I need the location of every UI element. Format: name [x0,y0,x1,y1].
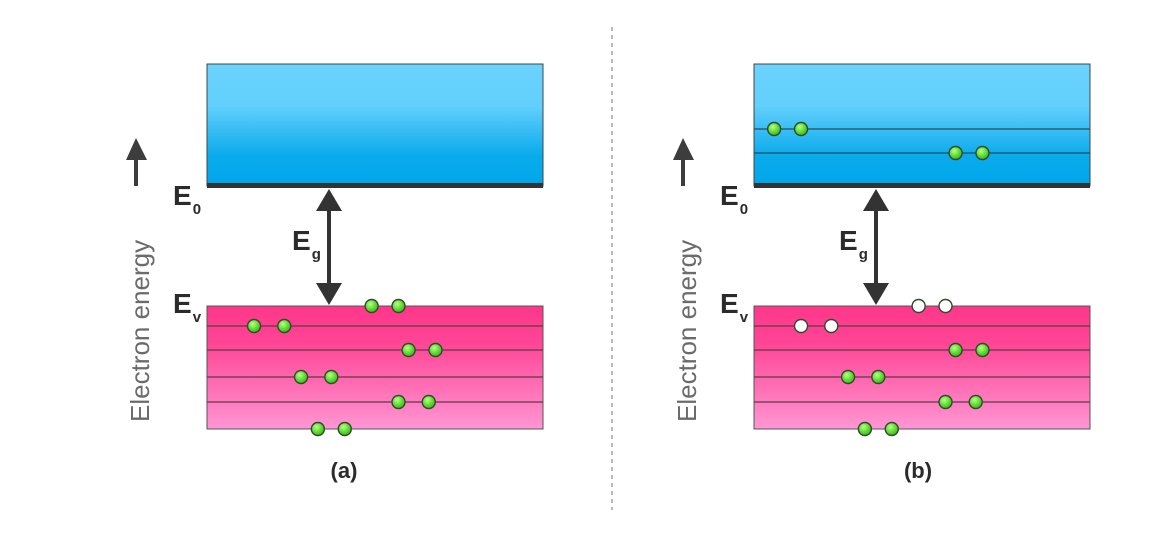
electron [364,298,379,314]
conduction-band [206,63,544,188]
electron [277,318,292,334]
electron [293,369,309,385]
electron [391,298,406,314]
electron [428,342,443,358]
conduction-band-edge [207,183,543,188]
panel-a: Electron energy E0 Ev Eg (a) [125,63,544,483]
electron [337,421,352,437]
arrow-up-icon [863,189,889,211]
electron [975,342,990,358]
electron [948,342,963,358]
arrow-up-icon [673,138,694,160]
electron [948,145,963,161]
band-gap-label: Eg [839,225,868,263]
hole [793,318,809,334]
conduction-band [753,63,1091,188]
band-gap-arrow [316,189,342,305]
electron [975,145,990,161]
panel-b: Electron energy E0 Ev Eg (b) [672,63,1091,483]
electron [968,394,983,410]
electron [857,421,873,437]
axis-label: Electron energy [672,240,702,422]
arrow-down-icon [863,283,889,305]
band-gap-arrow [863,189,889,305]
electron [766,121,782,137]
hole [824,318,839,334]
valence-band [206,298,544,437]
arrow-down-icon [316,283,342,305]
electron [793,121,809,137]
conduction-band-rect [206,63,544,187]
electron [324,369,339,385]
electron [310,421,326,437]
electron [391,394,406,410]
panel-caption: (b) [904,458,932,483]
conduction-edge-label: E0 [720,180,748,218]
hole [911,298,926,314]
electron [401,342,416,358]
arrow-up-icon [126,138,147,160]
energy-axis: Electron energy [672,138,702,422]
electron [871,369,886,385]
conduction-band-edge [754,183,1090,188]
energy-axis: Electron energy [125,138,155,422]
electron [421,394,436,410]
electron [938,394,953,410]
electron [246,318,262,334]
electron [840,369,856,385]
band-gap-label: Eg [292,225,321,263]
conduction-edge-label: E0 [173,180,201,218]
hole [938,298,953,314]
electron [884,421,899,437]
valence-edge-label: Ev [720,288,749,326]
axis-label: Electron energy [125,240,155,422]
conduction-band-rect [753,63,1091,187]
valence-edge-label: Ev [173,288,202,326]
valence-band [753,298,1091,437]
panel-caption: (a) [331,458,358,483]
arrow-up-icon [316,189,342,211]
